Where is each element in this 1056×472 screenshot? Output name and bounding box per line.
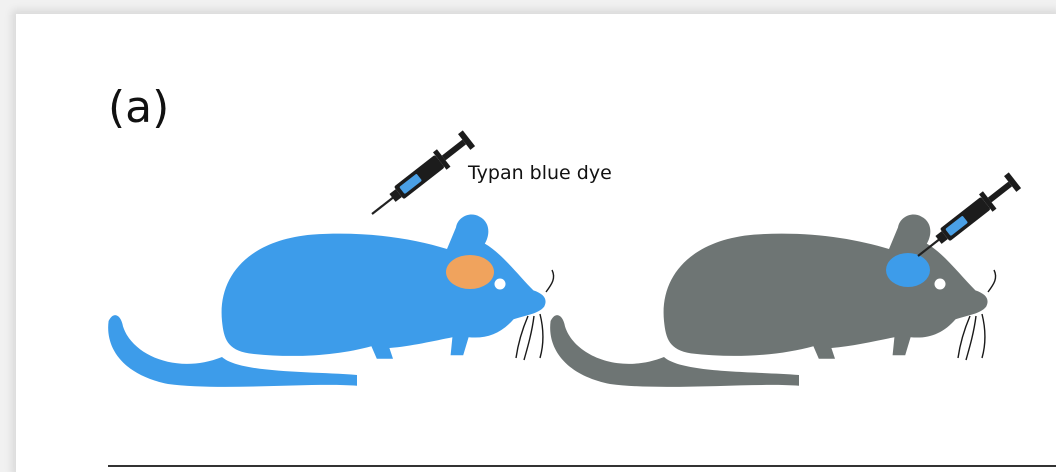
- control-mouse: [550, 214, 995, 386]
- divider-line: [108, 465, 1056, 467]
- syringe-icon: [365, 130, 475, 223]
- treated-mouse: [108, 214, 553, 386]
- injection-label: Typan blue dye: [468, 164, 612, 183]
- control-mouse-eye: [935, 279, 946, 290]
- lesion-spot: [446, 255, 494, 289]
- dye-spot: [886, 253, 930, 287]
- treated-mouse-eye: [495, 279, 506, 290]
- panel-label: (a): [108, 86, 169, 130]
